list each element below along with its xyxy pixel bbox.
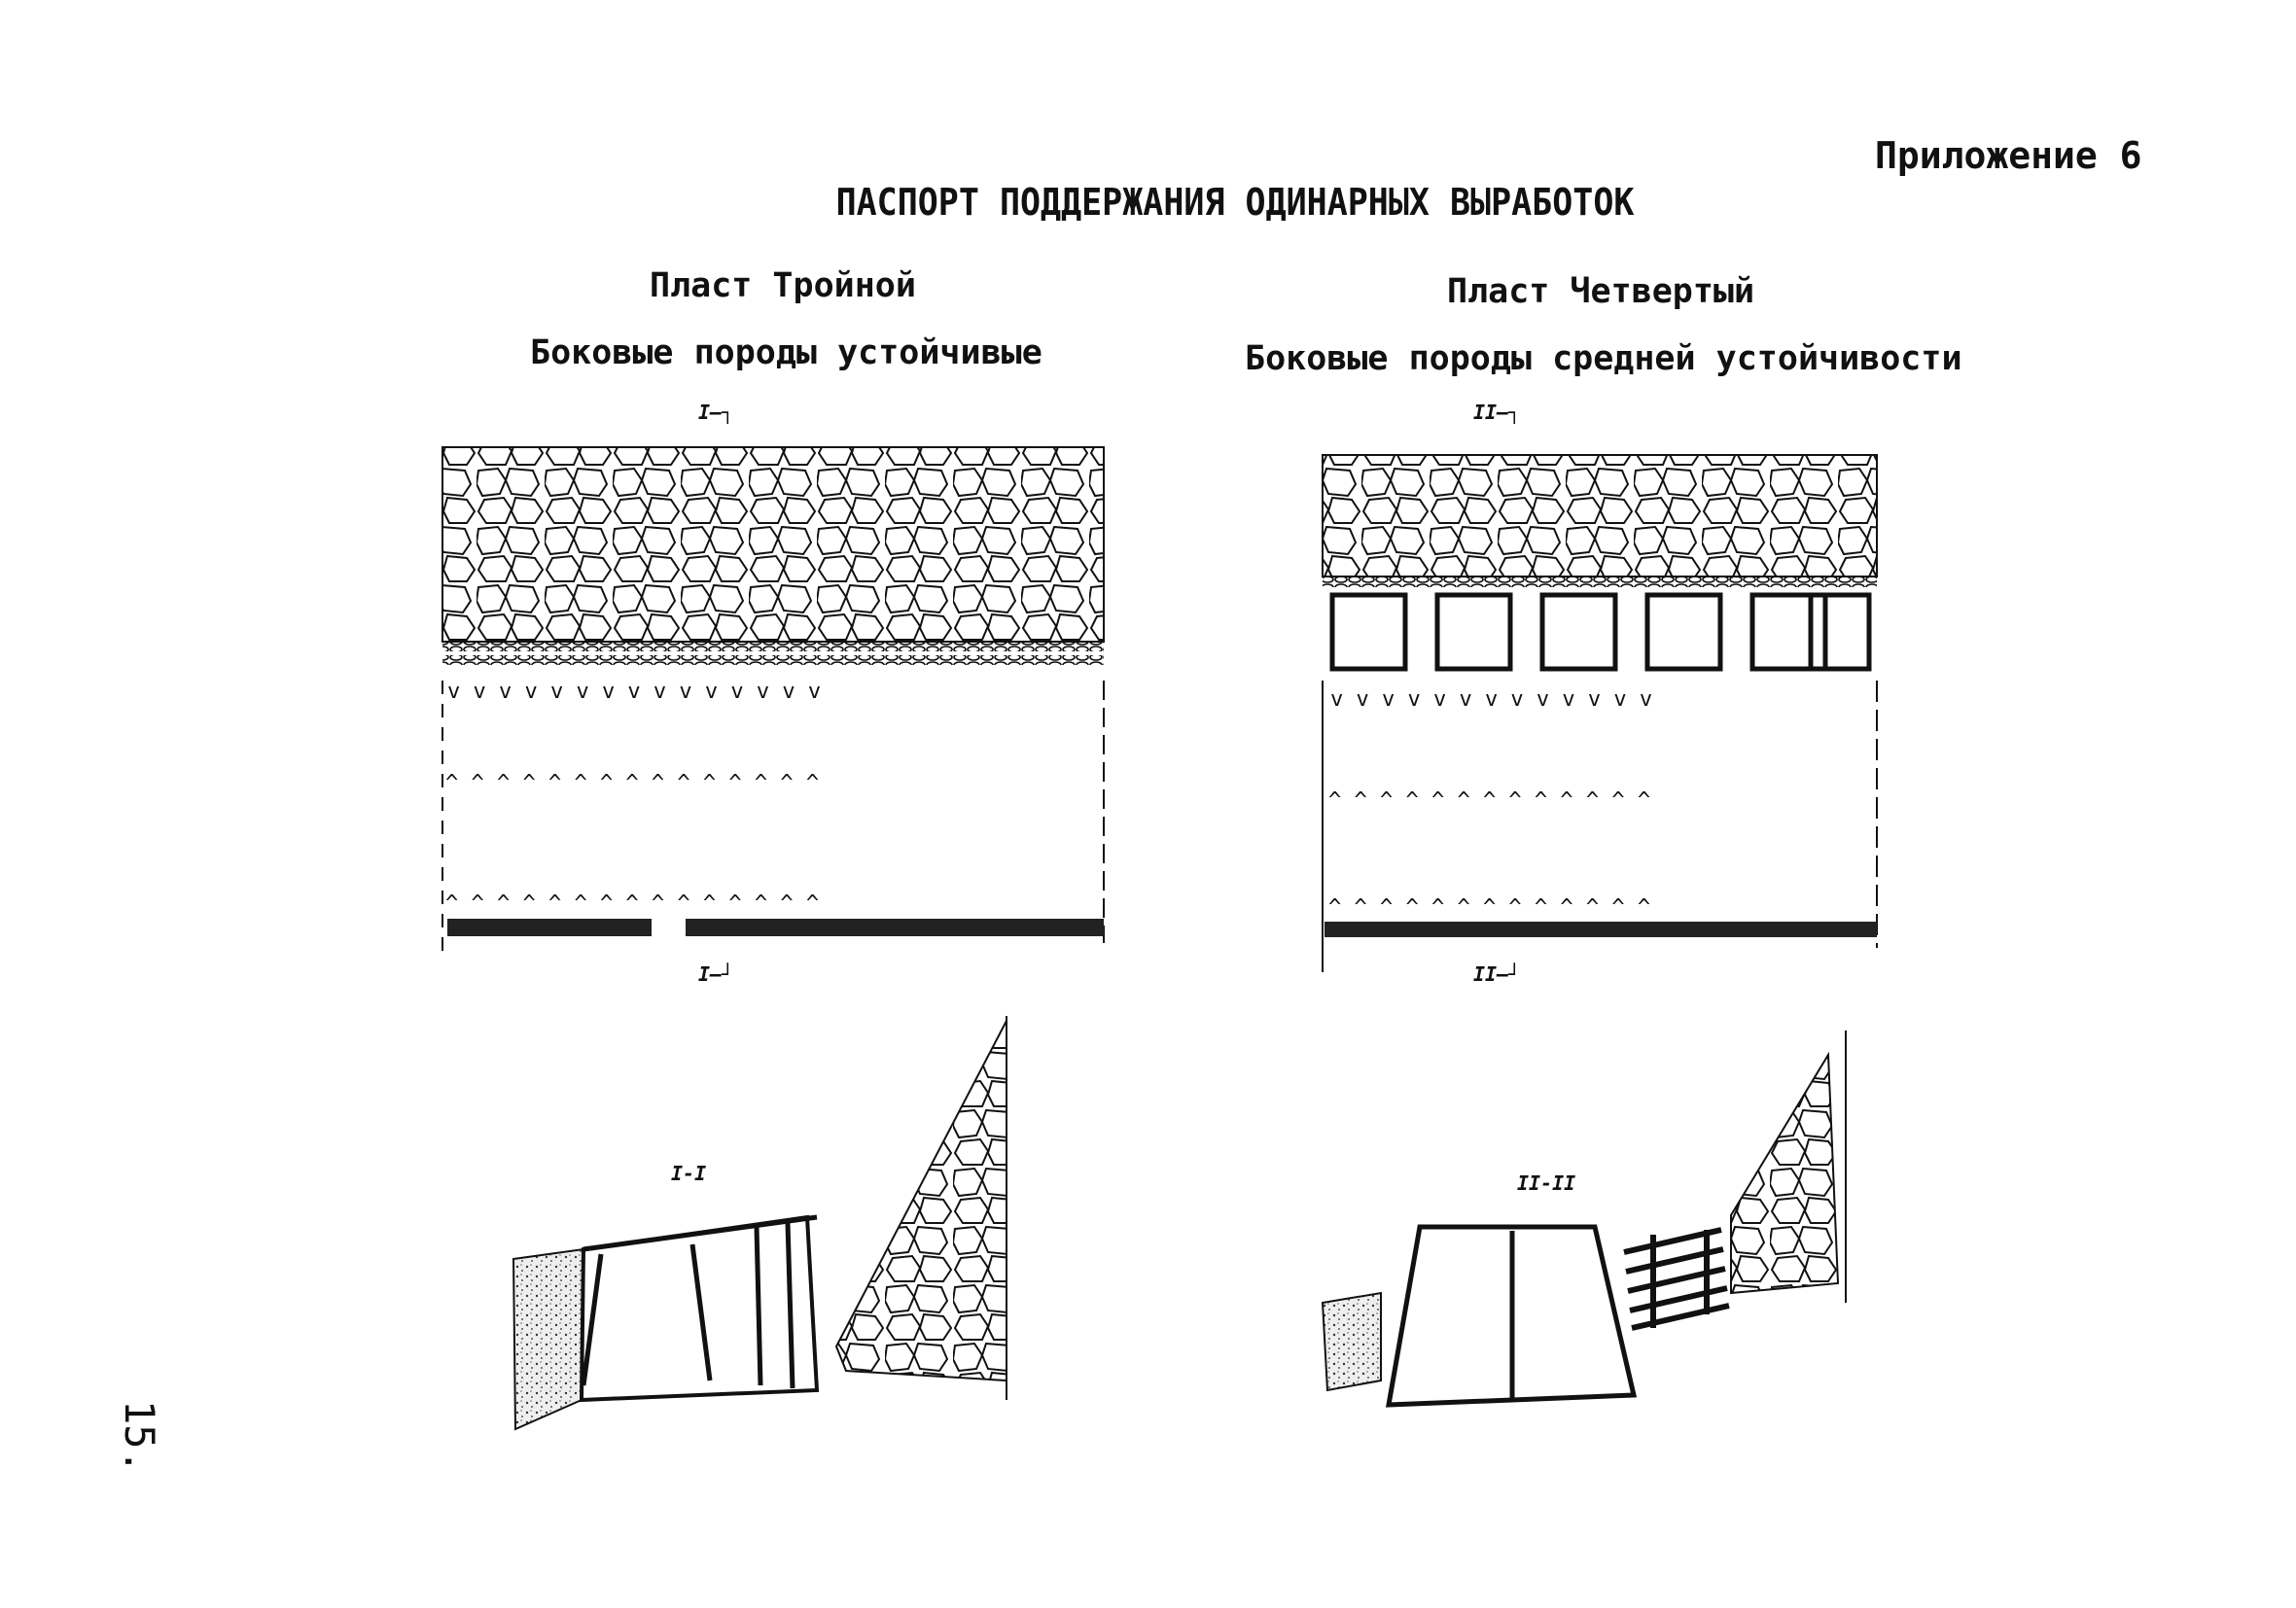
left-section-props [581,1222,795,1389]
left-coal-strip-a [447,919,652,936]
left-cut-marker-bottom: I—┘ [698,962,734,986]
right-cut-marker-bottom: II—┘ [1473,962,1521,986]
right-goaf-rock [1322,454,1878,577]
svg-text:v v v v v v v v: v v v v v v v v v v v v v v v [447,680,821,704]
right-section-goaf [1730,1051,1840,1295]
page-title: ПАСПОРТ ПОДДЕРЖАНИЯ ОДИНАРНЫХ ВЫРАБОТОК [835,181,1635,224]
left-goaf-rock [442,446,1105,643]
svg-text:v v v v v v v v: v v v v v v v v v v v v v [1330,687,1652,712]
left-rock-stability: Боковые породы устойчивые [530,333,1042,372]
right-floor-marks: ^ ^ ^ ^ ^ ^ ^ ^ ^ ^ ^ ^ ^ ^ ^ ^ ^ ^ ^ ^ … [1328,788,1650,920]
right-crib-sets [1329,592,1872,672]
left-section-goaf [834,1020,1007,1382]
svg-text:^ ^ ^ ^ ^ ^ ^ ^: ^ ^ ^ ^ ^ ^ ^ ^ ^ ^ ^ ^ ^ ^ ^ [445,891,819,916]
right-section-coal [1321,1291,1382,1392]
svg-text:^ ^ ^ ^ ^ ^ ^ ^: ^ ^ ^ ^ ^ ^ ^ ^ ^ ^ ^ ^ ^ [1328,788,1650,813]
right-coal-strip [1325,922,1877,937]
right-rock-stability: Боковые породы средней устойчивости [1245,339,1962,378]
svg-text:^ ^ ^ ^ ^ ^ ^ ^: ^ ^ ^ ^ ^ ^ ^ ^ ^ ^ ^ ^ ^ ^ ^ [445,771,819,795]
right-cut-marker-top: II—┐ [1473,401,1521,424]
right-section-crib [1623,1227,1730,1331]
left-roof-marks: v v v v v v v v v v v v v v v [447,680,821,704]
right-roof-marks: v v v v v v v v v v v v v [1330,687,1652,712]
right-plan-view: v v v v v v v v v v v v v ^ ^ ^ ^ ^ ^ ^ … [1322,454,1878,972]
right-cross-section [1321,1031,1847,1408]
left-section-roof-beam [583,1214,818,1252]
left-cut-marker-top: I—┐ [698,401,734,424]
right-mesh-top [1323,577,1877,587]
left-mesh-row-1 [442,642,1104,651]
left-floor-marks: ^ ^ ^ ^ ^ ^ ^ ^ ^ ^ ^ ^ ^ ^ ^ ^ ^ ^ ^ ^ … [445,771,819,916]
left-seam-name: Пласт Тройной [650,266,916,305]
left-section-coal [512,1247,585,1431]
appendix-number: Приложение 6 [1875,134,2142,177]
left-section-label: I-I [671,1162,707,1185]
left-plan-view: v v v v v v v v v v v v v v v ^ ^ ^ ^ ^ … [442,446,1105,953]
svg-text:^ ^ ^ ^ ^ ^ ^ ^: ^ ^ ^ ^ ^ ^ ^ ^ ^ ^ ^ ^ ^ [1328,895,1650,920]
right-seam-name: Пласт Четвертый [1447,272,1755,311]
left-coal-strip-b [686,919,1104,936]
left-mesh-row-2 [442,655,1104,665]
right-section-label: II-II [1517,1171,1576,1195]
left-cross-section [512,1016,1007,1431]
